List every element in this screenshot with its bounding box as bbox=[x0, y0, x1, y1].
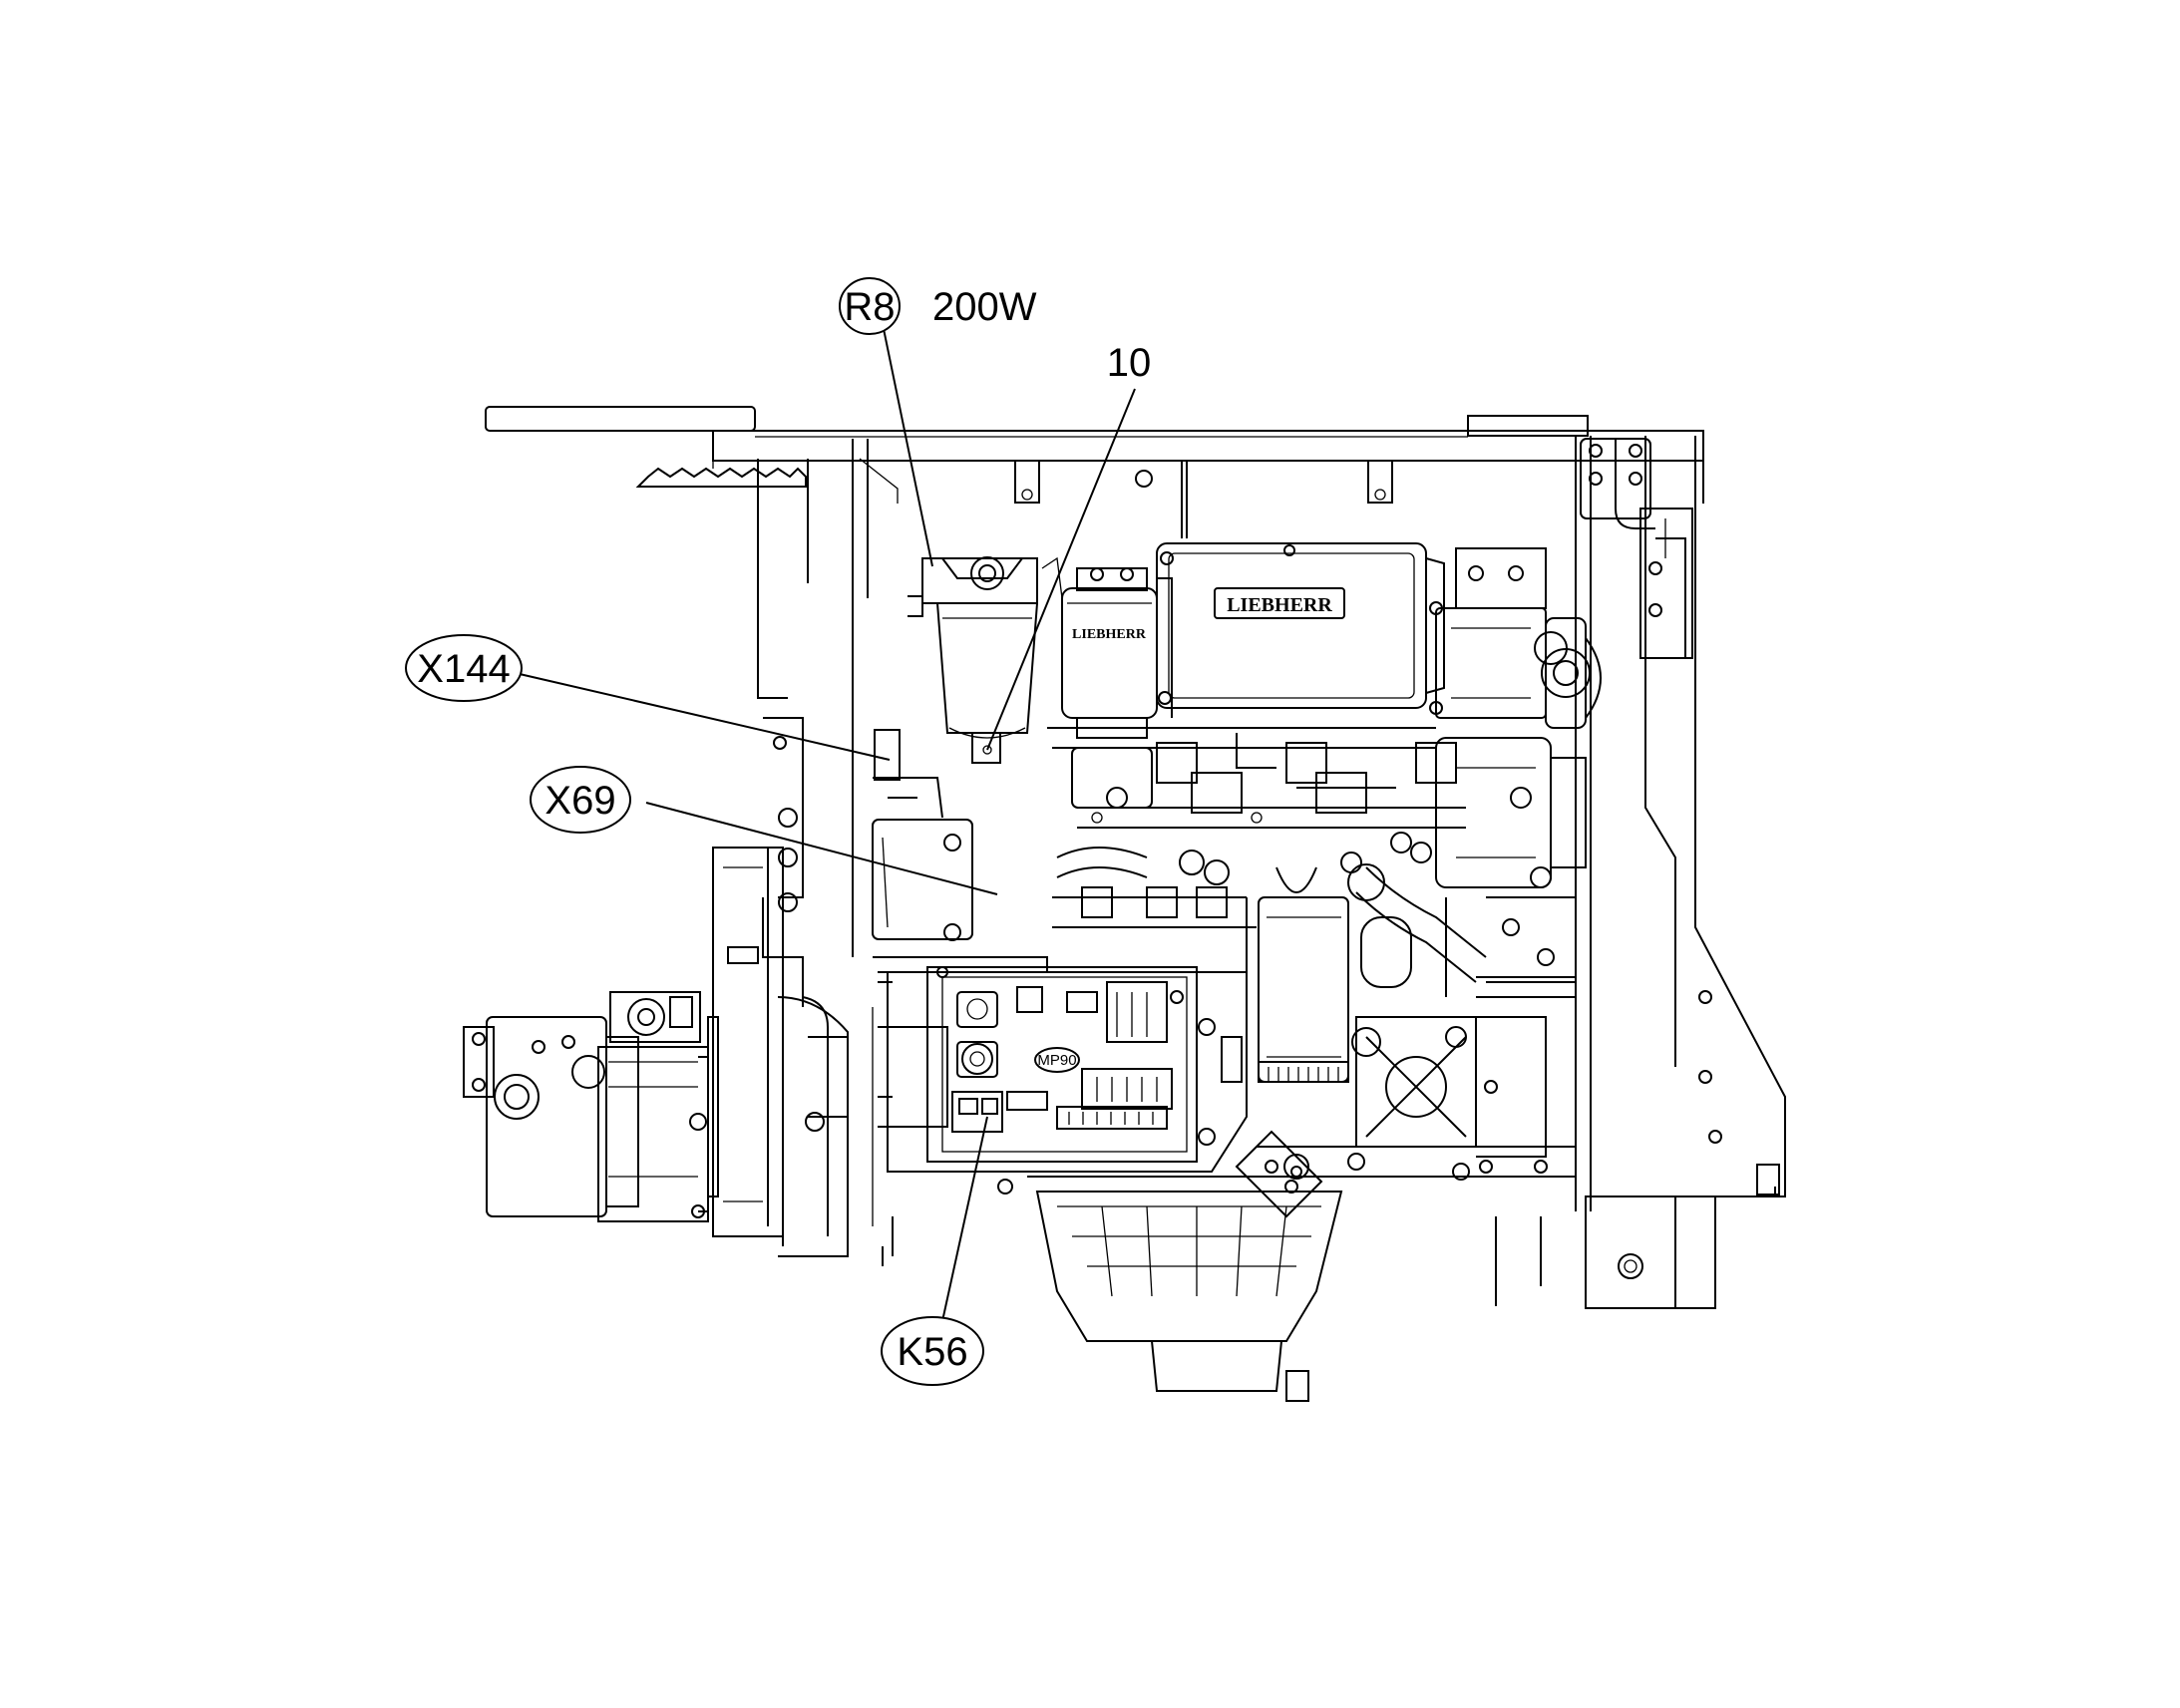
oil-cartridge bbox=[1246, 896, 1349, 1117]
chassis-frame bbox=[485, 406, 1786, 1309]
callout-bubble bbox=[839, 277, 901, 335]
callout-r8: R8 200W bbox=[839, 277, 1037, 335]
engine-block bbox=[1047, 727, 1466, 928]
engine-control-unit: LIEBHERR bbox=[1156, 542, 1445, 709]
electrical-control-box: MP90 bbox=[873, 956, 1248, 1173]
hydraulic-pump bbox=[463, 847, 784, 1237]
leader-lines bbox=[519, 318, 1136, 1322]
callout-bubble bbox=[530, 766, 631, 834]
callout-x69-label: X69 bbox=[545, 779, 615, 823]
callout-x144: X144 bbox=[405, 634, 523, 702]
oil-pan bbox=[997, 1176, 1356, 1402]
flywheel-housing bbox=[1257, 1016, 1576, 1181]
callout-k56-label: K56 bbox=[897, 1330, 967, 1374]
filter-brand-label: LIEBHERR bbox=[1072, 627, 1147, 642]
injection-pump bbox=[1429, 547, 1602, 888]
mp90-label: MP90 bbox=[1037, 1052, 1076, 1069]
fuel-filter bbox=[908, 556, 1063, 764]
callout-bubble bbox=[405, 634, 523, 702]
terminal-block bbox=[1235, 1130, 1323, 1218]
callout-10: 10 bbox=[1107, 341, 1152, 385]
main-brand-label: LIEBHERR bbox=[1227, 594, 1332, 616]
alternator bbox=[872, 729, 973, 941]
callout-x69: X69 bbox=[530, 766, 631, 834]
callout-bubble bbox=[881, 1316, 984, 1386]
callout-x144-label: X144 bbox=[417, 647, 510, 691]
callout-r8-rating: 200W bbox=[932, 285, 1037, 329]
callout-10-label: 10 bbox=[1107, 341, 1152, 385]
turbocharger bbox=[1347, 863, 1577, 997]
callout-k56: K56 bbox=[881, 1316, 984, 1386]
oil-filter: LIEBHERR bbox=[1061, 567, 1173, 739]
callout-r8-label: R8 bbox=[844, 285, 895, 329]
left-support-bracket bbox=[762, 717, 948, 1266]
